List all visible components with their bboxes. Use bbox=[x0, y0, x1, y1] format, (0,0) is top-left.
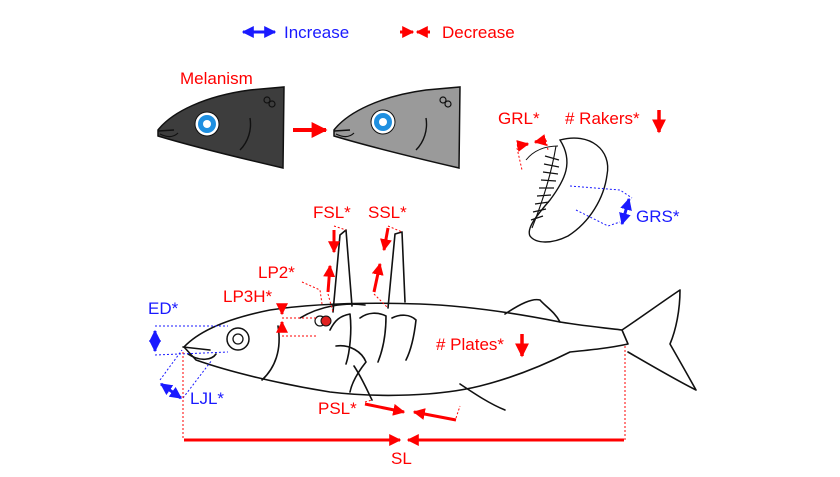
psl-arrows bbox=[364, 399, 461, 422]
ljl-label: LJL* bbox=[190, 389, 224, 408]
stickleback-body bbox=[182, 229, 697, 411]
ed-label: ED* bbox=[148, 299, 179, 318]
grl-label: GRL* bbox=[498, 109, 540, 128]
fsl-arrows bbox=[323, 225, 347, 313]
dark-fish-head bbox=[157, 86, 285, 169]
legend-increase-label: Increase bbox=[284, 23, 349, 42]
ed-marker bbox=[149, 325, 229, 356]
ssl-arrows bbox=[371, 225, 403, 309]
gill-arch bbox=[525, 137, 609, 243]
ssl-label: SSL* bbox=[368, 203, 407, 222]
legend: Increase Decrease bbox=[241, 23, 515, 42]
plates-label: # Plates* bbox=[436, 335, 504, 354]
psl-label: PSL* bbox=[318, 399, 357, 418]
grl-arrows bbox=[516, 134, 549, 171]
fsl-label: FSL* bbox=[313, 203, 351, 222]
ljl-marker bbox=[159, 349, 213, 400]
rakers-label: # Rakers* bbox=[565, 109, 640, 128]
lp2-label: LP2* bbox=[258, 263, 295, 282]
melanism-label: Melanism bbox=[180, 69, 253, 88]
lp3h-label: LP3H* bbox=[223, 287, 273, 306]
lp2-leader bbox=[301, 281, 323, 305]
sl-marker bbox=[182, 346, 626, 446]
grs-marker bbox=[569, 185, 633, 227]
light-fish-head bbox=[333, 86, 461, 169]
legend-decrease-label: Decrease bbox=[442, 23, 515, 42]
sl-label: SL bbox=[391, 449, 412, 468]
grs-label: GRS* bbox=[636, 207, 680, 226]
lp3h-arrows bbox=[276, 303, 316, 337]
